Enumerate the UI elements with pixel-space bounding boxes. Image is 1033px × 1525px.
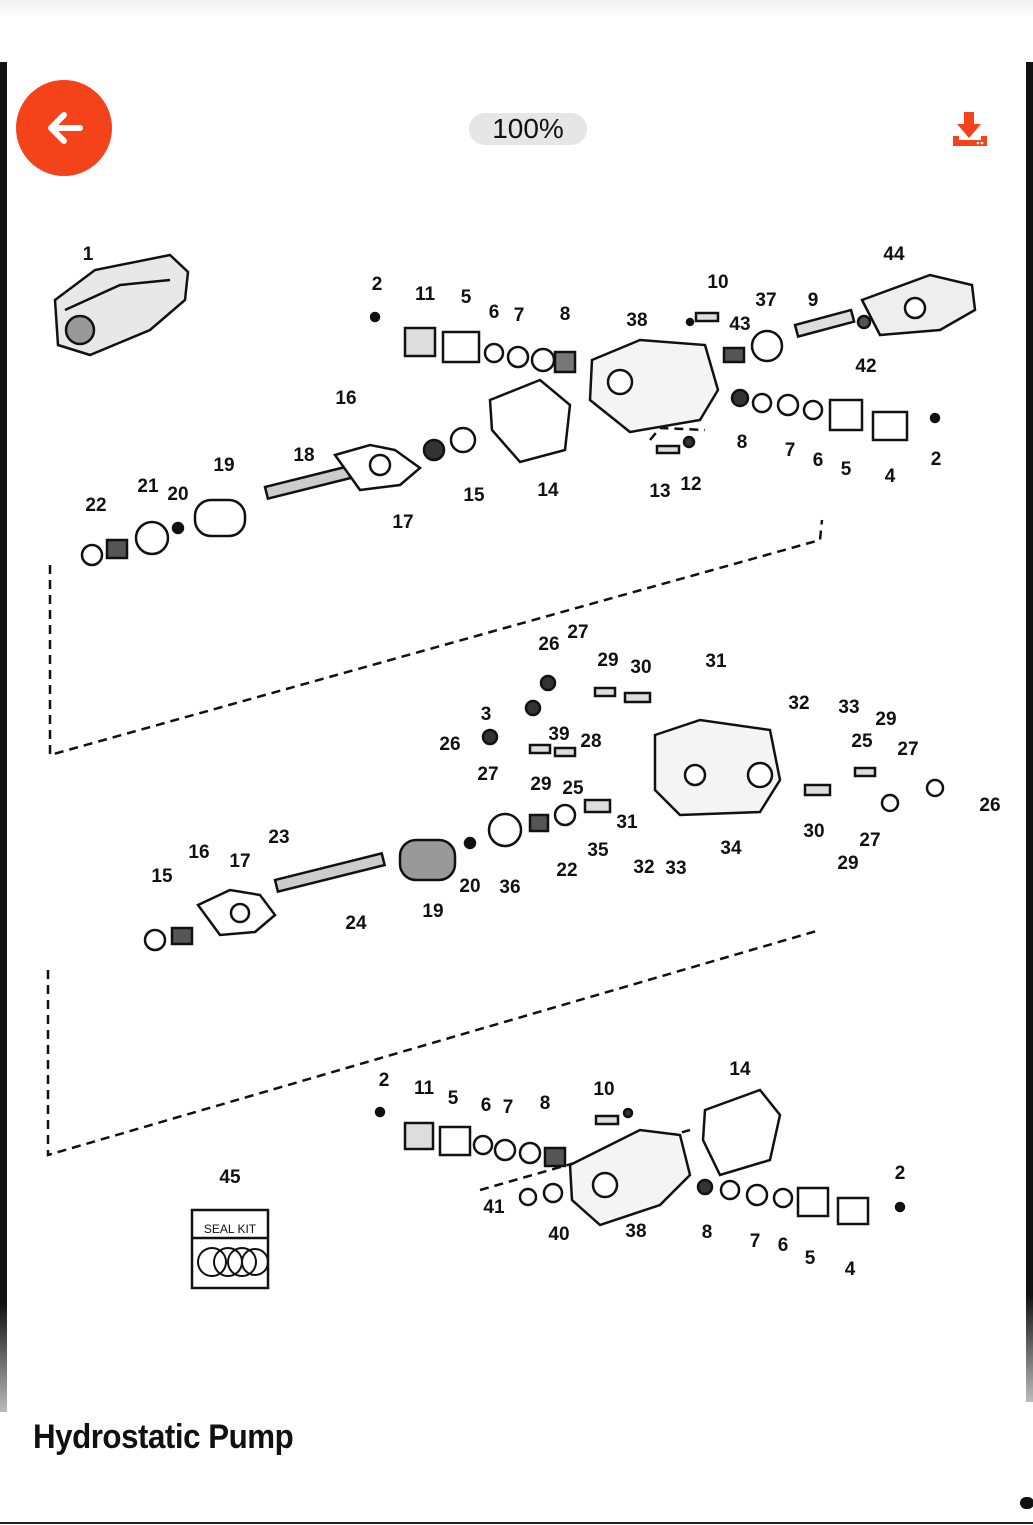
top-bar — [0, 0, 1033, 18]
bottom-divider — [0, 1522, 1033, 1524]
callout-26: 26 — [979, 795, 1000, 816]
callout-9: 9 — [808, 290, 819, 311]
callout-31: 31 — [705, 651, 727, 672]
download-button[interactable] — [948, 108, 992, 152]
callout-31: 31 — [616, 812, 638, 833]
callout-30: 30 — [630, 657, 651, 678]
callout-5: 5 — [461, 287, 472, 308]
callout-7: 7 — [750, 1231, 761, 1252]
callout-39: 39 — [548, 724, 569, 745]
callout-22: 22 — [556, 860, 577, 881]
callout-5: 5 — [805, 1248, 816, 1269]
callout-37: 37 — [755, 290, 776, 311]
callout-2: 2 — [372, 274, 383, 295]
callout-26: 26 — [538, 634, 559, 655]
callout-38: 38 — [625, 1221, 646, 1242]
callout-8: 8 — [560, 304, 571, 325]
callout-20: 20 — [459, 876, 480, 897]
callout-7: 7 — [514, 305, 525, 326]
callout-26: 26 — [439, 734, 460, 755]
callout-14: 14 — [537, 480, 559, 501]
callout-36: 36 — [499, 877, 520, 898]
callout-16: 16 — [188, 842, 209, 863]
callout-7: 7 — [503, 1097, 514, 1118]
callout-32: 32 — [633, 857, 654, 878]
callout-6: 6 — [489, 302, 500, 323]
callout-2: 2 — [931, 449, 942, 470]
callout-19: 19 — [422, 901, 443, 922]
callout-23: 23 — [268, 827, 289, 848]
callout-4: 4 — [845, 1259, 856, 1280]
viewer-frame-left — [0, 62, 7, 1412]
callout-29: 29 — [837, 853, 858, 874]
callout-32: 32 — [788, 693, 809, 714]
callout-33: 33 — [665, 858, 686, 879]
callout-8: 8 — [540, 1093, 551, 1114]
callout-17: 17 — [392, 512, 413, 533]
callout-33: 33 — [838, 697, 859, 718]
seal-kit-label: SEAL KIT — [204, 1222, 257, 1236]
callout-16: 16 — [335, 388, 356, 409]
callout-27: 27 — [567, 622, 588, 643]
callout-22: 22 — [85, 495, 106, 516]
callout-8: 8 — [737, 432, 748, 453]
callout-6: 6 — [481, 1095, 492, 1116]
callout-27: 27 — [859, 830, 880, 851]
callout-10: 10 — [707, 272, 728, 293]
callout-14: 14 — [729, 1059, 751, 1080]
callout-41: 41 — [483, 1197, 505, 1218]
callout-11: 11 — [414, 1078, 435, 1099]
callout-20: 20 — [167, 484, 188, 505]
viewer-frame-right — [1026, 62, 1033, 1402]
callout-21: 21 — [137, 476, 159, 497]
callout-15: 15 — [463, 485, 485, 506]
callout-25: 25 — [562, 778, 584, 799]
callout-4: 4 — [885, 466, 896, 487]
callout-7: 7 — [785, 440, 796, 461]
callout-11: 11 — [415, 284, 436, 305]
arrow-left-icon — [48, 112, 83, 144]
callout-18: 18 — [293, 445, 314, 466]
callout-29: 29 — [597, 650, 618, 671]
callout-5: 5 — [448, 1088, 459, 1109]
diagram-caption: Hydrostatic Pump — [33, 1418, 294, 1456]
callout-2: 2 — [379, 1070, 390, 1091]
callout-34: 34 — [720, 838, 742, 859]
callout-27: 27 — [477, 764, 498, 785]
callout-8: 8 — [702, 1222, 713, 1243]
callout-17: 17 — [229, 851, 250, 872]
callout-44: 44 — [883, 244, 905, 265]
callout-29: 29 — [530, 774, 551, 795]
callout-10: 10 — [593, 1079, 614, 1100]
callout-2: 2 — [895, 1163, 906, 1184]
callout-38: 38 — [626, 310, 647, 331]
callout-6: 6 — [813, 450, 824, 471]
pump-parts — [53, 253, 977, 1290]
callout-43: 43 — [729, 314, 750, 335]
callout-19: 19 — [213, 455, 234, 476]
download-icon — [953, 112, 987, 146]
callout-35: 35 — [587, 840, 609, 861]
callout-25: 25 — [851, 731, 873, 752]
callout-42: 42 — [855, 356, 876, 377]
callout-1: 1 — [83, 244, 94, 265]
callout-24: 24 — [345, 913, 367, 934]
callout-13: 13 — [649, 481, 670, 502]
callout-45: 45 — [219, 1167, 241, 1188]
zoom-level: 100% — [469, 113, 587, 145]
callout-12: 12 — [680, 474, 701, 495]
callout-28: 28 — [580, 731, 601, 752]
callout-40: 40 — [548, 1224, 569, 1245]
callout-15: 15 — [151, 866, 173, 887]
callout-30: 30 — [803, 821, 824, 842]
callout-5: 5 — [841, 459, 852, 480]
callout-27: 27 — [897, 739, 918, 760]
callout-6: 6 — [778, 1235, 789, 1256]
callout-3: 3 — [481, 704, 492, 725]
scroll-indicator[interactable] — [1020, 1497, 1033, 1509]
callout-29: 29 — [875, 709, 896, 730]
back-button[interactable] — [16, 80, 112, 176]
